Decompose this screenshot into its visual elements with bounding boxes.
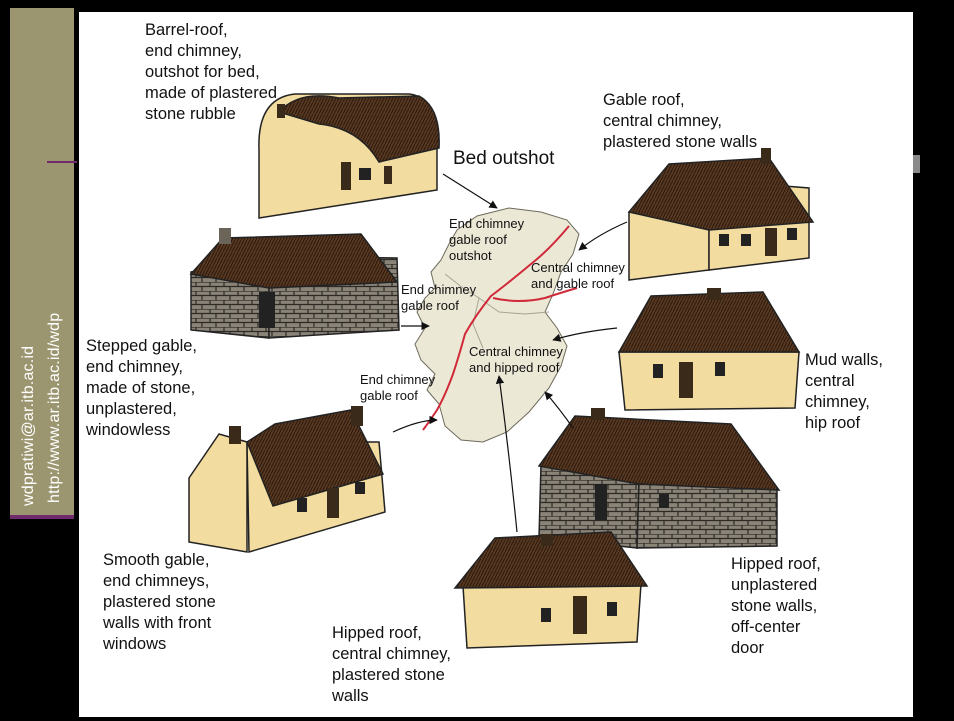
map-label-end-gable-north: End chimney gable roof bbox=[401, 282, 476, 314]
map-label-central-gable: Central chimney and gable roof bbox=[531, 260, 625, 292]
caption-gable-central: Gable roof, central chimney, plastered s… bbox=[603, 90, 757, 153]
author-email: wdpratiwi@ar.itb.ac.id bbox=[20, 346, 38, 506]
sidebar-accent-line bbox=[10, 515, 74, 519]
caption-barrel-roof: Barrel-roof, end chimney, outshot for be… bbox=[145, 20, 277, 125]
house-hipped-plastered bbox=[455, 532, 647, 648]
caption-stepped-gable: Stepped gable, end chimney, made of ston… bbox=[86, 336, 197, 441]
author-url: http://www.ar.itb.ac.id/wdp bbox=[46, 313, 64, 503]
title-accent-line-right bbox=[913, 155, 920, 173]
caption-bed-outshot: Bed outshot bbox=[453, 148, 554, 169]
house-mud-walls bbox=[619, 288, 799, 410]
house-hipped-unplastered bbox=[539, 408, 779, 548]
title-accent-line bbox=[47, 161, 77, 163]
caption-hipped-unplastered: Hipped roof, unplastered stone walls, of… bbox=[731, 554, 821, 659]
diagram-panel: Barrel-roof, end chimney, outshot for be… bbox=[79, 12, 913, 717]
map-label-end-chimney-outshot: End chimney gable roof outshot bbox=[449, 216, 524, 264]
house-gable-central-chimney bbox=[629, 148, 813, 280]
house-barrel-roof bbox=[259, 94, 439, 218]
map-label-end-gable-west: End chimney gable roof bbox=[360, 372, 435, 404]
caption-hipped-plastered: Hipped roof, central chimney, plastered … bbox=[332, 623, 451, 707]
map-label-central-hipped: Central chimney and hipped roof bbox=[469, 344, 563, 376]
caption-smooth-gable: Smooth gable, end chimneys, plastered st… bbox=[103, 550, 216, 655]
house-smooth-gable bbox=[189, 406, 385, 552]
caption-mud-walls: Mud walls, central chimney, hip roof bbox=[805, 350, 883, 434]
house-stepped-gable bbox=[191, 228, 399, 338]
